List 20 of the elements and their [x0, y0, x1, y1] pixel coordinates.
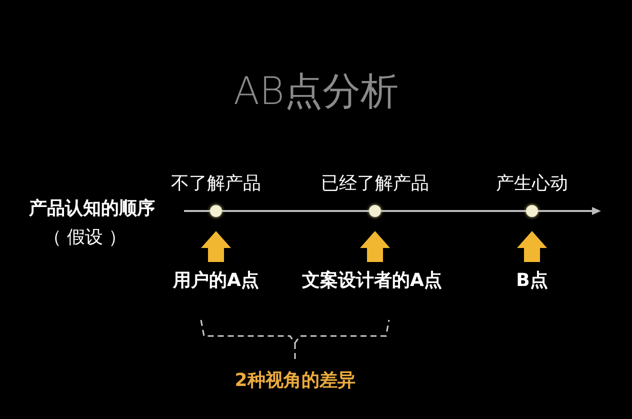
timeline-dot — [526, 205, 538, 217]
axis-note: （ 假设 ） — [42, 229, 128, 247]
stage-label: 不了解产品 — [170, 175, 262, 193]
stage-label: 已经了解产品 — [320, 175, 430, 193]
timeline-dot — [369, 205, 381, 217]
timeline-line — [222, 210, 369, 212]
axis-title: 产品认知的顺序 — [28, 200, 156, 218]
timeline-line — [184, 210, 210, 212]
timeline-line — [381, 210, 526, 212]
title: AB点分析 — [232, 72, 400, 110]
timeline-arrow — [538, 207, 601, 215]
point-label: 用户的A点 — [173, 272, 259, 290]
timeline-dot — [210, 205, 222, 217]
up-arrow — [517, 231, 547, 262]
point-label: 文案设计者的A点 — [302, 272, 442, 290]
stage-label: 产生心动 — [495, 175, 569, 193]
up-arrow — [201, 231, 231, 262]
point-label: B点 — [516, 272, 548, 290]
up-arrow — [360, 231, 390, 262]
difference-note: 2种视角的差异 — [234, 372, 356, 390]
